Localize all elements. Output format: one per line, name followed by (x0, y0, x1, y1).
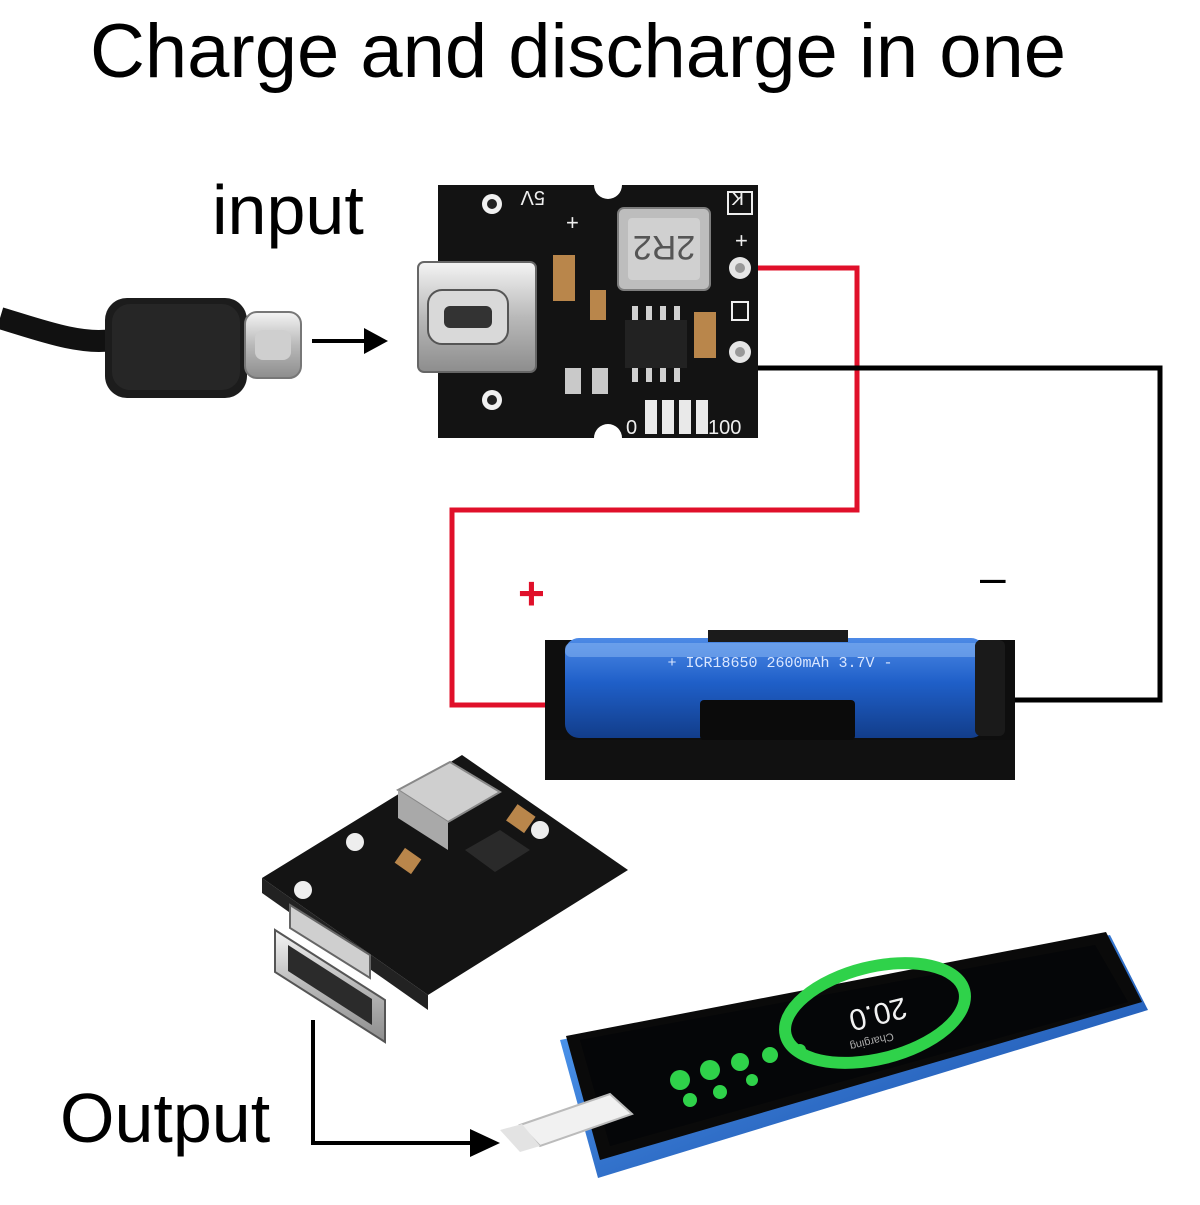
board-mark-0: 0 (626, 417, 637, 439)
input-label: input (212, 171, 364, 249)
negative-wire (745, 365, 1163, 703)
board-mark-k: K (730, 186, 744, 208)
output-arrow-icon (311, 1020, 500, 1157)
inductor-label: 2R2 (633, 228, 695, 266)
output-label: Output (60, 1079, 271, 1157)
pcb-module-icon (417, 171, 758, 452)
page-title: Charge and discharge in one (90, 9, 1067, 94)
arrow-right-icon (312, 328, 388, 354)
battery-18650-icon (545, 630, 1015, 780)
board-mark-100: 100 (708, 417, 741, 439)
board-mark-plus: + (566, 210, 579, 235)
battery-print: + ICR18650 2600mAh 3.7V - (667, 655, 892, 672)
battery-plus-label: + (518, 567, 545, 619)
battery-minus-label: – (980, 551, 1006, 603)
usb-c-cable-icon (0, 298, 302, 398)
positive-wire (449, 265, 860, 708)
pcb-module-output-icon (262, 755, 628, 1044)
board-mark-5v: 5V (520, 186, 545, 208)
smartphone-icon (500, 932, 1148, 1178)
pad-plus-label: + (735, 228, 748, 253)
